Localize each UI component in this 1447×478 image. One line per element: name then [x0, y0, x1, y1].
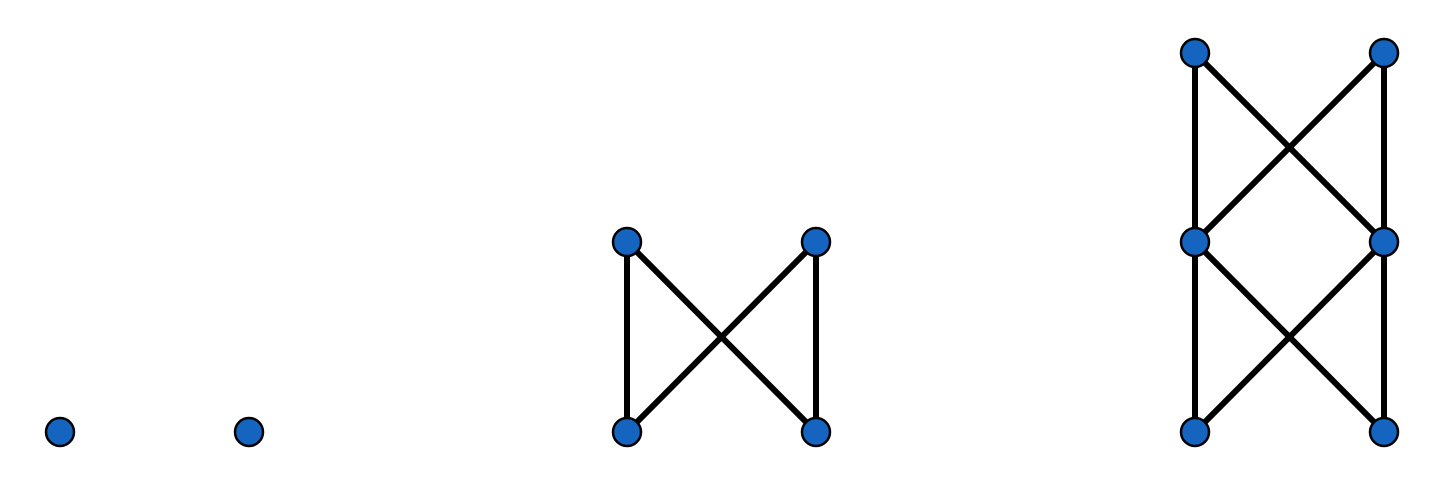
graph-3-node-e: [1179, 416, 1211, 448]
graph-3-edge-b-c: [1192, 50, 1387, 245]
graph-2-node-a: [611, 226, 643, 258]
graph-2-node-c: [611, 416, 643, 448]
graph-1-node-a: [44, 416, 76, 448]
graph-2-node-b: [800, 226, 832, 258]
graph-3-node-c: [1179, 226, 1211, 258]
graph-3-node-b: [1368, 37, 1400, 69]
graph-3-edge-d-e: [1192, 239, 1387, 435]
graph-1-node-b: [233, 416, 265, 448]
graph-3-node-a: [1179, 37, 1211, 69]
edges-layer: [624, 50, 1387, 435]
graph-2-edge-b-c: [624, 239, 819, 435]
graph-3-node-f: [1368, 416, 1400, 448]
graph-2-node-d: [800, 416, 832, 448]
nodes-layer: [44, 37, 1400, 448]
graph-3-node-d: [1368, 226, 1400, 258]
